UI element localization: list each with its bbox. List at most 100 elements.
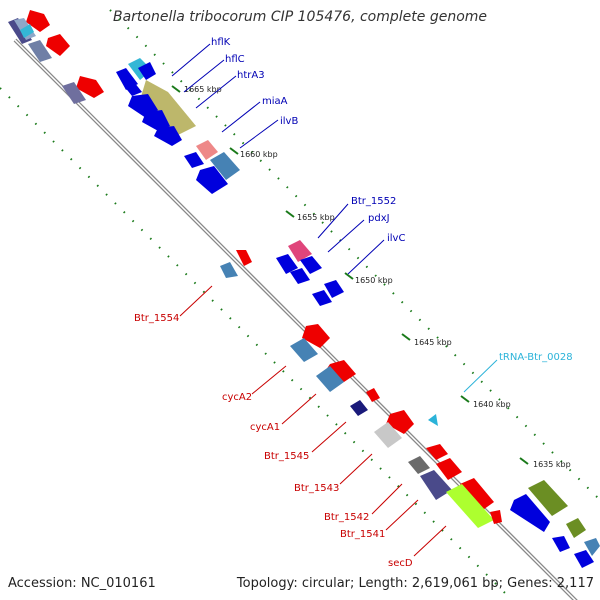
gene-arrow bbox=[490, 510, 502, 524]
gene-label-cycA2: cycA2 bbox=[222, 392, 252, 403]
gene-labels-blue: hflK hflC htrA3 miaA ilvB Btr_1552 pdxJ … bbox=[171, 37, 405, 275]
trna-label-group: tRNA-Btr_0028 bbox=[463, 352, 573, 393]
gene-features-inner bbox=[116, 58, 438, 426]
gene-label-hflC: hflC bbox=[225, 54, 245, 65]
label-leader bbox=[463, 359, 498, 393]
gene-label-ilvB: ilvB bbox=[280, 116, 298, 127]
gene-label-cycA1: cycA1 bbox=[250, 422, 280, 433]
gene-arrow bbox=[290, 268, 310, 284]
trna-marker bbox=[428, 414, 438, 426]
gene-arrow bbox=[566, 518, 586, 538]
gene-arrow bbox=[288, 240, 312, 262]
gene-arrow bbox=[28, 40, 52, 62]
tick-mark bbox=[229, 147, 239, 155]
gene-arrow bbox=[386, 410, 414, 434]
label-leader bbox=[371, 483, 403, 515]
tick-label: 1665 kbp bbox=[184, 85, 222, 94]
gene-arrow bbox=[574, 550, 594, 568]
tick-label: 1645 kbp bbox=[414, 338, 452, 347]
gene-arrow bbox=[510, 494, 550, 532]
label-leader bbox=[339, 453, 373, 485]
accession-text: Accession: NC_010161 bbox=[8, 576, 156, 591]
gene-arrow bbox=[326, 360, 356, 382]
gene-arrow bbox=[154, 126, 182, 146]
gene-arrow bbox=[366, 388, 380, 402]
label-leader bbox=[171, 43, 211, 77]
gene-arrow bbox=[312, 290, 332, 306]
gene-arrow bbox=[62, 82, 86, 104]
gene-arrow bbox=[20, 24, 34, 38]
gene-arrow bbox=[46, 34, 70, 56]
gene-arrow bbox=[420, 470, 452, 500]
tick-track-inner bbox=[109, 9, 600, 501]
gene-arrow bbox=[350, 400, 368, 416]
tick-label: 1640 kbp bbox=[473, 400, 511, 409]
gene-arrow bbox=[302, 324, 330, 348]
gene-arrow bbox=[408, 456, 430, 474]
gene-arrow bbox=[290, 338, 318, 362]
gene-label-btr1543: Btr_1543 bbox=[294, 483, 339, 494]
label-leader bbox=[317, 203, 349, 239]
label-leader bbox=[251, 365, 287, 395]
gene-arrow bbox=[528, 480, 568, 516]
label-leader bbox=[183, 59, 225, 93]
label-leader bbox=[347, 239, 385, 275]
gene-arrow bbox=[436, 458, 462, 480]
gene-label-hflK: hflK bbox=[211, 37, 231, 48]
label-leader bbox=[385, 499, 419, 531]
label-leader bbox=[281, 393, 317, 425]
gene-arrow bbox=[316, 366, 344, 392]
gene-arrow bbox=[460, 478, 494, 512]
gene-arrow bbox=[220, 262, 238, 278]
tick-mark bbox=[401, 333, 411, 341]
gene-arrow bbox=[142, 110, 170, 132]
label-leader bbox=[239, 119, 279, 149]
tick-marks: 1665 kbp 1660 kbp 1655 kbp 1650 kbp 1645… bbox=[171, 85, 571, 469]
topology-summary-text: Topology: circular; Length: 2,619,061 bp… bbox=[236, 576, 594, 591]
gene-arrow bbox=[138, 62, 156, 80]
tick-label: 1660 kbp bbox=[240, 150, 278, 159]
tick-mark bbox=[285, 210, 295, 218]
gene-label-htrA3: htrA3 bbox=[237, 70, 265, 81]
gene-labels-red: Btr_1554 cycA2 cycA1 Btr_1545 Btr_1543 B… bbox=[134, 285, 447, 569]
backbone-outer bbox=[13, 38, 578, 600]
gene-arrow bbox=[300, 256, 322, 274]
gene-arrow bbox=[184, 152, 204, 168]
label-leader bbox=[311, 421, 347, 453]
gene-label-btr1552: Btr_1552 bbox=[351, 196, 396, 207]
label-leader bbox=[221, 101, 261, 133]
gene-features-topleft bbox=[8, 10, 104, 104]
gene-label-trna: tRNA-Btr_0028 bbox=[499, 352, 573, 363]
tick-label: 1650 kbp bbox=[355, 276, 393, 285]
gene-features-outer bbox=[220, 250, 600, 568]
tick-mark bbox=[460, 395, 470, 403]
gene-label-miaA: miaA bbox=[262, 96, 288, 107]
gene-arrow bbox=[324, 280, 344, 298]
gene-label-btr1554: Btr_1554 bbox=[134, 313, 179, 324]
gene-arrow bbox=[374, 422, 402, 448]
tick-label: 1635 kbp bbox=[533, 460, 571, 469]
gene-arrow bbox=[584, 538, 600, 556]
gene-arrow bbox=[552, 536, 570, 552]
gene-arrow bbox=[276, 254, 298, 274]
tick-mark bbox=[344, 272, 354, 280]
gene-arrow bbox=[426, 444, 448, 460]
backbone-inner bbox=[14, 39, 577, 600]
gene-label-pdxJ: pdxJ bbox=[368, 213, 390, 224]
label-leader bbox=[179, 285, 213, 317]
tick-mark bbox=[171, 85, 181, 93]
tick-label: 1655 kbp bbox=[297, 213, 335, 222]
gene-arrow bbox=[210, 152, 240, 180]
gene-arrow bbox=[124, 82, 142, 96]
gene-label-btr1541: Btr_1541 bbox=[340, 529, 385, 540]
gene-label-btr1542: Btr_1542 bbox=[324, 512, 369, 523]
label-leader bbox=[327, 219, 365, 253]
gene-arrow bbox=[236, 250, 252, 266]
gene-label-secD: secD bbox=[388, 558, 413, 569]
gene-label-ilvC: ilvC bbox=[387, 233, 405, 244]
label-leader bbox=[413, 525, 447, 557]
tick-track-outer bbox=[0, 87, 514, 600]
gene-arrow bbox=[140, 80, 196, 136]
